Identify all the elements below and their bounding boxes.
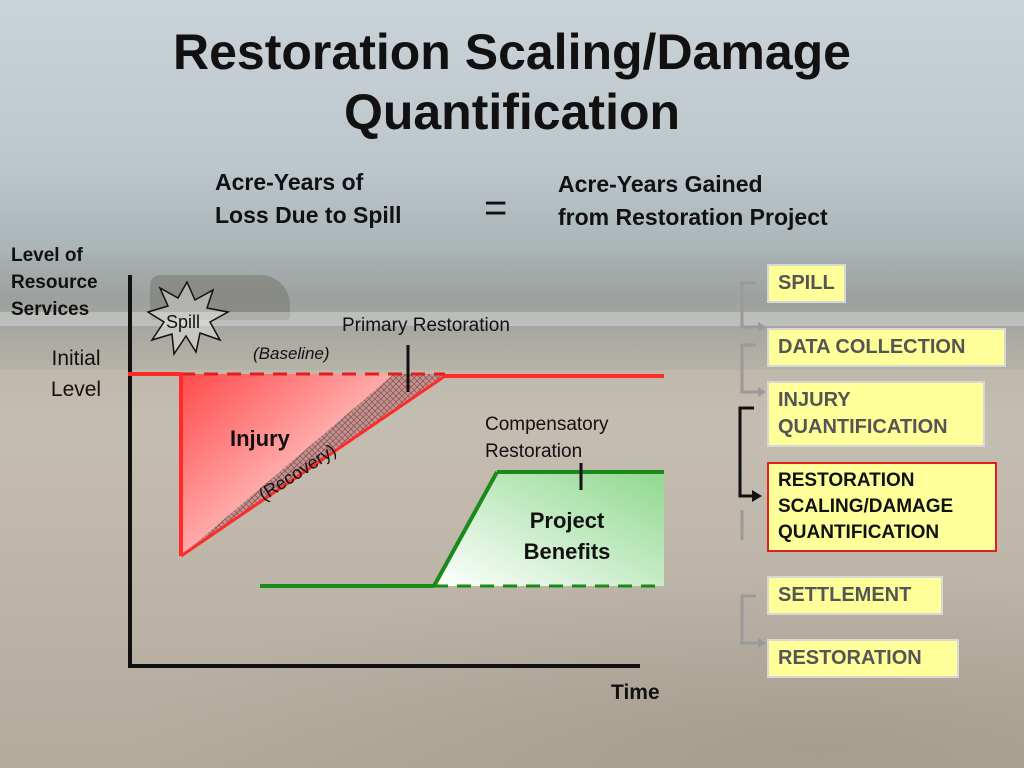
compensatory-restoration-label: Compensatory Restoration bbox=[485, 411, 609, 465]
project-benefits-area bbox=[434, 472, 664, 586]
arrow-icon bbox=[758, 322, 766, 332]
arrow-icon bbox=[758, 638, 766, 648]
step-data-collection-label: DATA COLLECTION bbox=[778, 336, 966, 358]
spill-label: Spill bbox=[166, 312, 201, 332]
recovery-line bbox=[180, 374, 446, 558]
background-surf bbox=[0, 312, 1024, 326]
equation-left: Acre-Years of Loss Due to Spill bbox=[215, 166, 475, 232]
process-connectors bbox=[740, 281, 758, 645]
step-restoration-scaling-line-1: RESTORATION bbox=[778, 470, 915, 491]
y-axis-label-line-2: Resource bbox=[11, 272, 98, 293]
equation-left-line-1: Acre-Years of bbox=[215, 169, 364, 195]
slide-title: Restoration Scaling/Damage Quantificatio… bbox=[0, 22, 1024, 142]
project-rise-line bbox=[432, 471, 499, 587]
step-restoration-scaling-active: RESTORATION SCALING/DAMAGE QUANTIFICATIO… bbox=[767, 462, 997, 552]
equals-sign: = bbox=[484, 186, 508, 230]
step-spill: SPILL bbox=[767, 264, 846, 303]
step-restoration: RESTORATION bbox=[767, 639, 959, 678]
step-settlement: SETTLEMENT bbox=[767, 576, 943, 615]
equation-right-line-2: from Restoration Project bbox=[558, 204, 828, 230]
active-arrow-icon bbox=[752, 490, 762, 502]
active-step-connector bbox=[738, 406, 754, 498]
y-axis-label-line-3: Services bbox=[11, 299, 90, 320]
y-axis-label: Level of Resource Services bbox=[11, 242, 131, 323]
project-benefits-line-1: Project bbox=[529, 508, 605, 533]
y-axis-label-line-1: Level of bbox=[11, 245, 83, 266]
equation-left-line-2: Loss Due to Spill bbox=[215, 202, 402, 228]
baseline-label: (Baseline) bbox=[253, 344, 330, 363]
initial-level-line-1: Initial bbox=[51, 347, 101, 370]
x-axis-label: Time bbox=[611, 681, 660, 704]
step-spill-label: SPILL bbox=[778, 272, 835, 294]
injury-label: Injury bbox=[230, 426, 290, 451]
project-benefits-label: Project Benefits bbox=[508, 505, 626, 567]
step-restoration-scaling-line-3: QUANTIFICATION bbox=[778, 522, 940, 543]
spill-starburst-icon bbox=[146, 280, 231, 357]
initial-level-line-2: Level bbox=[50, 378, 102, 401]
step-injury-quantification: INJURY QUANTIFICATION bbox=[767, 381, 985, 447]
background-cliff bbox=[150, 275, 290, 320]
title-line-2: Quantification bbox=[343, 84, 681, 140]
primary-restoration-label: Primary Restoration bbox=[342, 315, 510, 336]
step-restoration-scaling-line-2: SCALING/DAMAGE bbox=[778, 496, 954, 517]
equation-right-line-1: Acre-Years Gained bbox=[558, 171, 763, 197]
title-line-1: Restoration Scaling/Damage bbox=[173, 24, 851, 80]
step-injury-quantification-line-2: QUANTIFICATION bbox=[778, 416, 948, 438]
step-settlement-label: SETTLEMENT bbox=[778, 584, 912, 606]
project-benefits-line-2: Benefits bbox=[523, 539, 611, 564]
step-data-collection: DATA COLLECTION bbox=[767, 328, 1006, 367]
step-restoration-label: RESTORATION bbox=[778, 647, 922, 669]
compensatory-label-line-2: Restoration bbox=[485, 441, 583, 462]
step-injury-quantification-line-1: INJURY bbox=[778, 389, 851, 411]
equation-right: Acre-Years Gained from Restoration Proje… bbox=[558, 168, 918, 234]
compensatory-label-line-1: Compensatory bbox=[485, 414, 609, 435]
initial-level-label: Initial Level bbox=[40, 343, 112, 405]
arrow-icon bbox=[758, 387, 766, 397]
